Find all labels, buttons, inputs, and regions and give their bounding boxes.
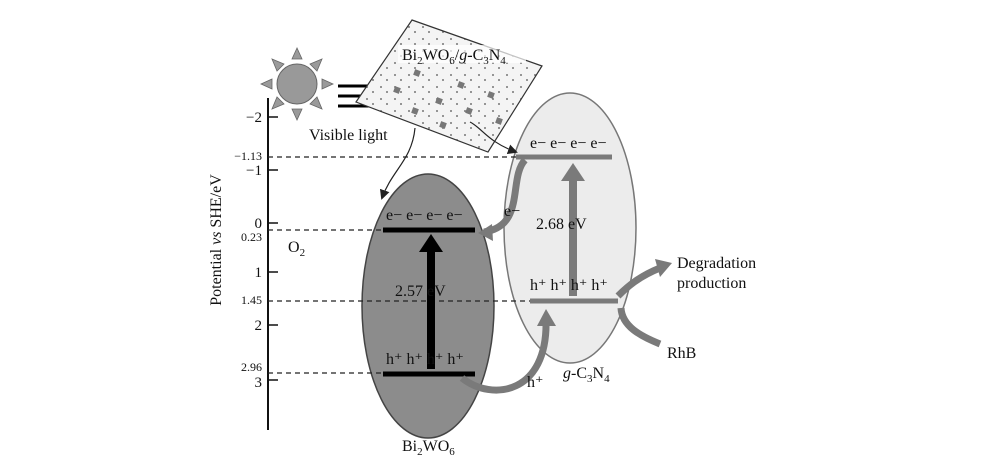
degradation-label-line1: Degradation xyxy=(677,255,756,272)
hole-transfer-arrowhead xyxy=(537,309,556,326)
electron-transfer-label: e− xyxy=(504,203,520,220)
panel-to-bi2wo6-arrow xyxy=(379,127,416,200)
bi2wo6-holes: h⁺ h⁺ h⁺ h⁺ xyxy=(386,351,464,368)
marker-label-2-96: 2.96 xyxy=(241,360,262,374)
gc3n4-electrons: e− e− e− e− xyxy=(530,135,607,152)
axis-ticks xyxy=(268,116,278,381)
bi2wo6-bandgap: 2.57 eV xyxy=(395,283,446,300)
electron-transfer-arrow xyxy=(483,157,528,236)
tick-label-0: 0 xyxy=(255,216,263,232)
rhb-label: RhB xyxy=(667,345,696,362)
marker-label-0-23: 0.23 xyxy=(241,230,262,244)
tick-label-3: 3 xyxy=(255,375,263,391)
marker-label-1-45: 1.45 xyxy=(241,293,262,307)
o2-label: O2 xyxy=(288,239,305,259)
bi2wo6-electrons: e− e− e− e− xyxy=(386,207,463,224)
hole-transfer-arrow xyxy=(459,319,550,394)
composite-label: Bi2WO6/g-C3N4 xyxy=(402,47,506,67)
gc3n4-holes: h⁺ h⁺ h⁺ h⁺ xyxy=(530,277,608,294)
sun-icon xyxy=(260,47,334,121)
visible-light-label: Visible light xyxy=(309,127,388,144)
degradation-arrowhead xyxy=(655,259,672,277)
gc3n4-name: g-C3N4 xyxy=(563,365,610,385)
marker-label-neg1-13: −1.13 xyxy=(234,149,262,163)
tick-label-neg1: −1 xyxy=(246,163,262,179)
y-axis-label: Potential vs SHE/eV xyxy=(208,174,225,306)
bi2wo6-arrowhead xyxy=(419,234,443,252)
degradation-label-line2: production xyxy=(677,275,746,292)
gc3n4-arrowhead xyxy=(561,163,585,181)
bi2wo6-name: Bi2WO6 xyxy=(402,438,455,458)
degradation-arrow xyxy=(615,264,662,299)
tick-label-neg2: −2 xyxy=(246,110,262,126)
panel-to-gc3n4-arrow xyxy=(469,121,518,155)
tick-label-1: 1 xyxy=(255,265,263,281)
rhb-arrow xyxy=(617,307,662,348)
composite-catalyst-panel xyxy=(355,19,543,153)
hole-transfer-label: h⁺ xyxy=(527,374,543,391)
reference-lines xyxy=(268,156,530,374)
gc3n4-bandgap: 2.68 eV xyxy=(536,216,587,233)
tick-label-2: 2 xyxy=(255,318,263,334)
electron-transfer-arrowhead xyxy=(478,224,493,241)
